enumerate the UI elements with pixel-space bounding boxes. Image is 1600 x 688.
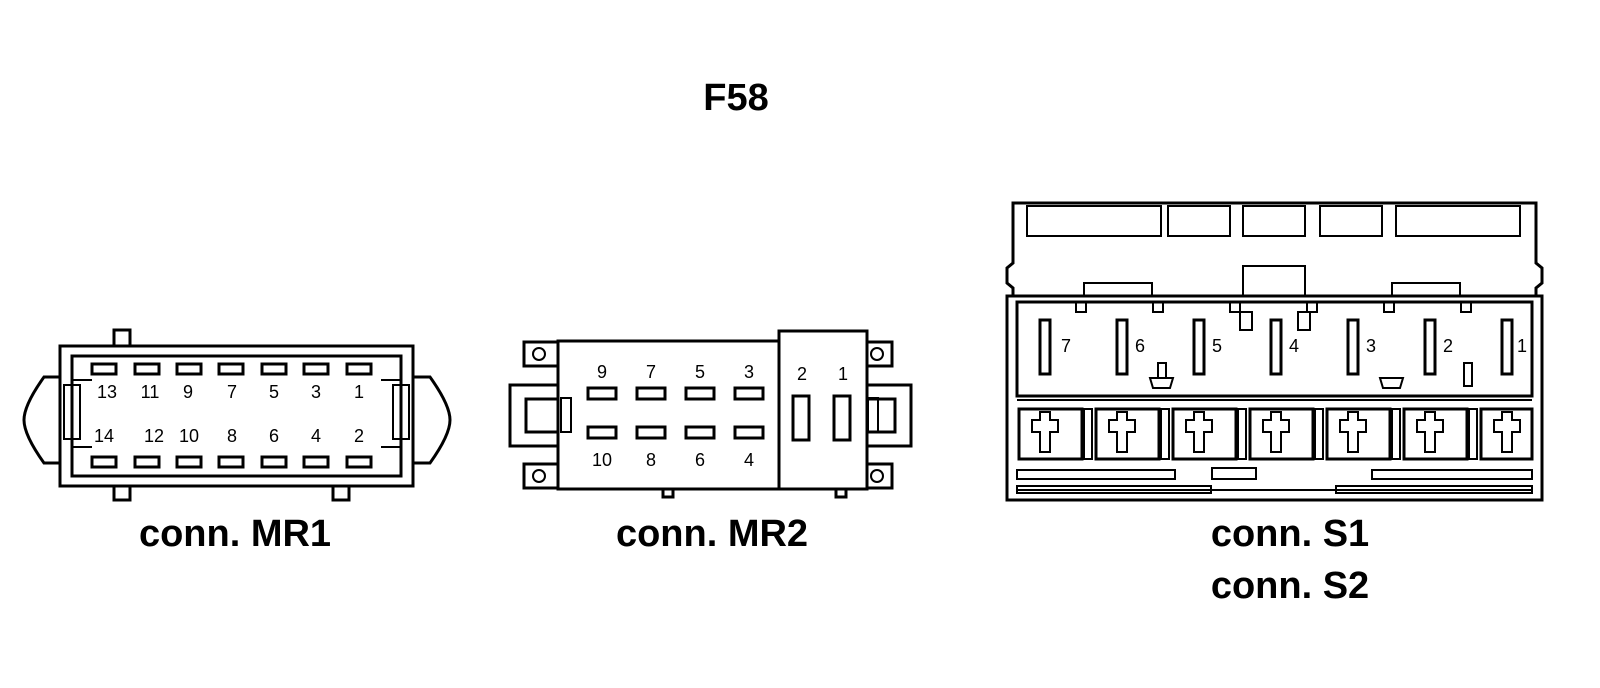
s-pin-label: 7 — [1061, 336, 1071, 356]
mr2-pin-label: 2 — [797, 364, 807, 384]
mr2-pin-label: 3 — [744, 362, 754, 382]
mr1-pin-label: 3 — [311, 382, 321, 402]
mr1-pin-label: 14 — [94, 426, 114, 446]
s-pin-label: 5 — [1212, 336, 1222, 356]
mr1-pin-label: 12 — [144, 426, 164, 446]
mr1-pin-label: 1 — [354, 382, 364, 402]
s-pin-label: 3 — [1366, 336, 1376, 356]
connector-mr2: 9 7 5 3 10 8 6 4 2 1 conn. MR2 — [508, 329, 913, 555]
s-pin-label: 4 — [1289, 336, 1299, 356]
mr2-pin-label: 5 — [695, 362, 705, 382]
mr2-pin-label: 7 — [646, 362, 656, 382]
mr1-pin-label: 6 — [269, 426, 279, 446]
mr2-pin-label: 9 — [597, 362, 607, 382]
connector-mr1: 13 11 9 7 5 3 1 14 12 10 8 6 4 2 conn. M… — [22, 328, 452, 555]
mr1-pin-label: 9 — [183, 382, 193, 402]
s2-caption: conn. S2 — [1211, 565, 1369, 607]
diagram-title: F58 — [703, 77, 768, 119]
mr1-pin-label: 5 — [269, 382, 279, 402]
mr2-pin-label: 1 — [838, 364, 848, 384]
mr2-pin-label: 8 — [646, 450, 656, 470]
connector-s1-s2: 7 6 5 4 3 2 1 conn. S1 conn. S2 — [1005, 201, 1544, 607]
mr1-pin-label: 11 — [141, 382, 160, 402]
mr1-caption: conn. MR1 — [139, 513, 331, 555]
mr2-pin-label: 6 — [695, 450, 705, 470]
s-pin-label: 6 — [1135, 336, 1145, 356]
mr1-pin-label: 10 — [179, 426, 199, 446]
mr1-pin-label: 2 — [354, 426, 364, 446]
s-pin-label: 1 — [1517, 336, 1527, 356]
s1-caption: conn. S1 — [1211, 513, 1369, 555]
s-pin-label: 2 — [1443, 336, 1453, 356]
mr1-pin-label: 7 — [227, 382, 237, 402]
mr2-pin-label: 10 — [592, 450, 612, 470]
mr2-caption: conn. MR2 — [616, 513, 808, 555]
mr1-pin-label: 13 — [97, 382, 117, 402]
mr1-pin-label: 8 — [227, 426, 237, 446]
mr1-pin-label: 4 — [311, 426, 321, 446]
mr2-pin-label: 4 — [744, 450, 754, 470]
